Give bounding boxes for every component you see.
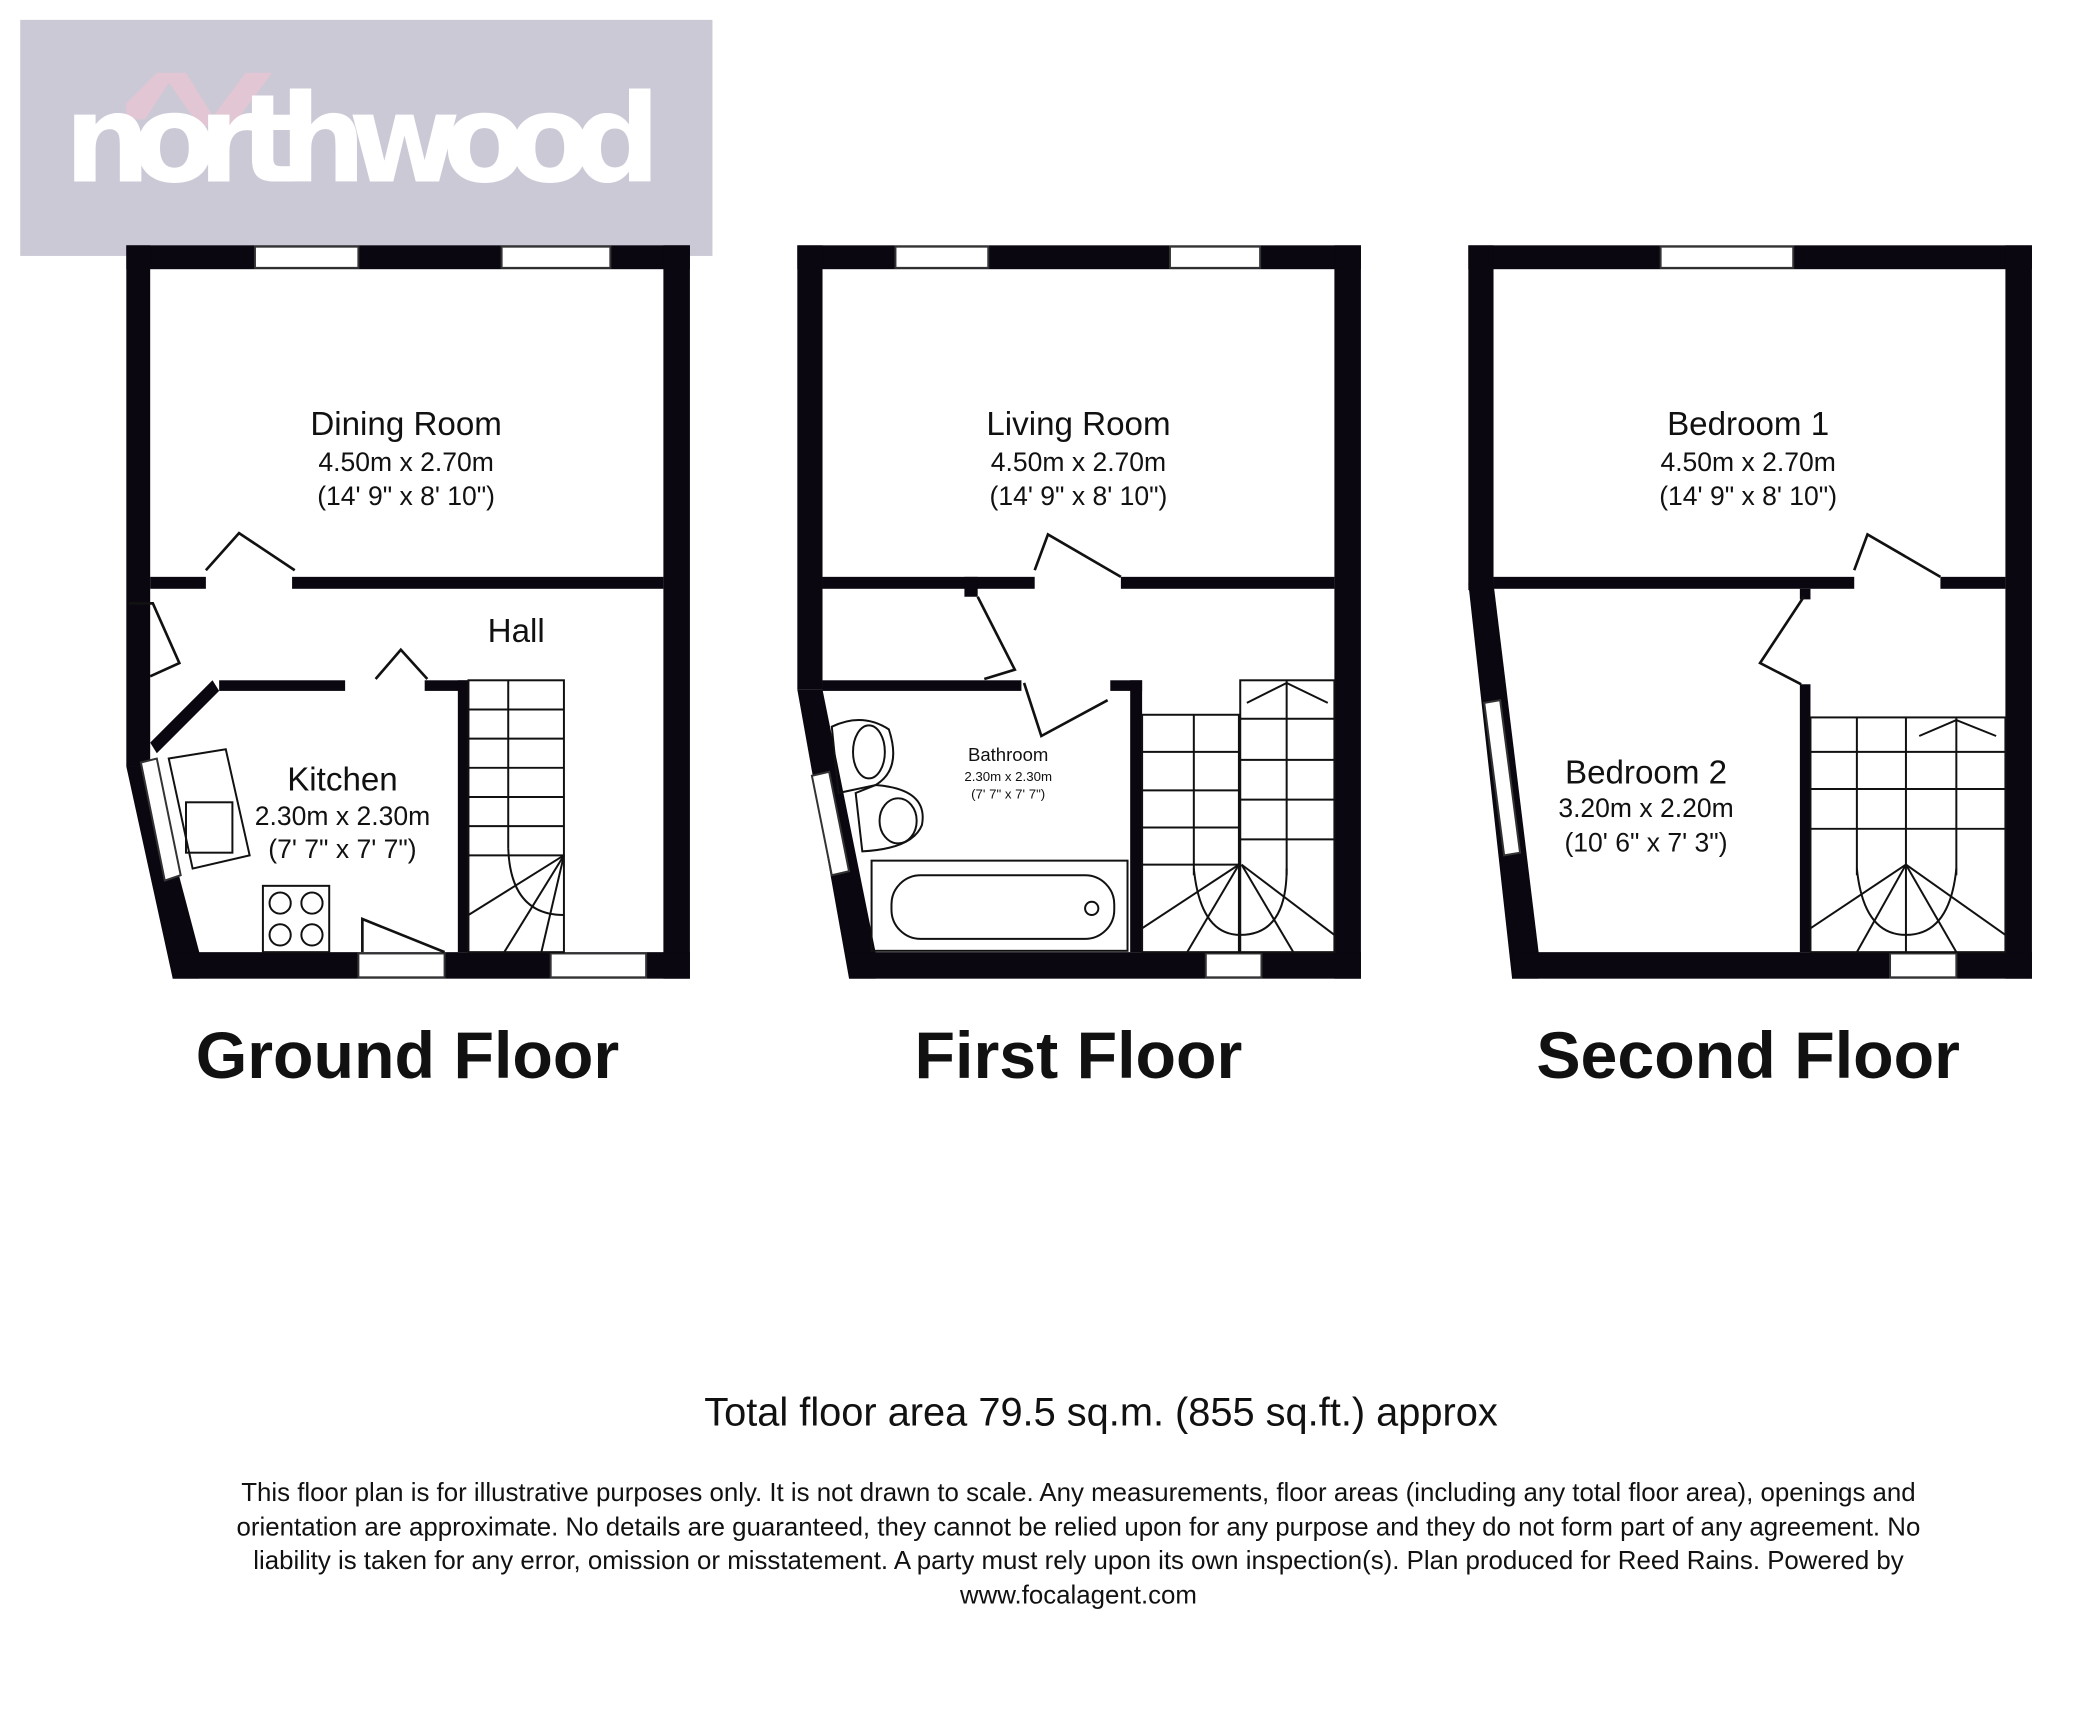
room-imperial: (10' 6" x 7' 3") [1564,827,1727,857]
bedroom2-door [1758,596,1805,686]
second-stairs [1809,716,2007,954]
room-metric: 2.30m x 2.30m [255,801,430,831]
disclaimer-line: This floor plan is for illustrative purp… [241,1479,1915,1507]
bedroom1-door [1852,532,1942,579]
bathtub-icon [870,859,1129,952]
kitchen-door [374,647,429,680]
room-metric: 3.20m x 2.20m [1558,793,1733,823]
room-name: Bedroom 2 [1565,755,1727,792]
logo-background [20,19,713,256]
toilet-icon [830,719,924,853]
room-imperial: (7' 7" x 7' 7") [268,834,416,864]
floor-title: Second Floor [1536,1019,1960,1093]
room-name: Bedroom 1 [1667,406,1829,443]
room-name: Kitchen [287,761,398,798]
room-metric: 4.50m x 2.70m [1660,447,1835,477]
room-name: Living Room [986,406,1170,443]
ground-stairs [467,679,565,954]
room-metric: 4.50m x 2.70m [991,447,1166,477]
landing-door [976,596,1017,681]
first-stairs [1141,679,1336,954]
room-imperial: (14' 9" x 8' 10") [1659,481,1837,511]
first-floor-plan: Living Room 4.50m x 2.70m (14' 9" x 8' 1… [797,245,1361,1093]
dining-door [204,531,296,572]
hall-door [128,602,182,678]
hob-icon [261,884,331,954]
ground-floor-plan: Dining Room 4.50m x 2.70m (14' 9" x 8' 1… [126,245,690,1093]
room-name: Dining Room [310,406,502,443]
living-door [1033,532,1122,579]
total-floor-area: Total floor area 79.5 sq.m. (855 sq.ft.)… [704,1391,1498,1435]
disclaimer-line: orientation are approximate. No details … [237,1514,1921,1542]
room-imperial: (14' 9" x 8' 10") [990,481,1168,511]
disclaimer-link: www.focalagent.com [959,1581,1197,1609]
room-name: Bathroom [968,744,1048,765]
northwood-logo: northwood [20,19,713,256]
room-metric: 2.30m x 2.30m [964,769,1052,784]
floor-title: Ground Floor [196,1019,619,1093]
room-name: Hall [488,613,545,650]
logo-mark-icon [126,72,273,126]
room-metric: 4.50m x 2.70m [318,447,493,477]
disclaimer-line: liability is taken for any error, omissi… [253,1547,1904,1575]
floor-title: First Floor [915,1019,1243,1093]
room-imperial: (14' 9" x 8' 10") [317,481,495,511]
room-imperial: (7' 7" x 7' 7") [971,786,1045,801]
logo-text: northwood [64,69,661,211]
bathroom-door [1022,682,1109,738]
kitchen-sink-icon [167,748,251,870]
second-floor-plan: Bedroom 1 4.50m x 2.70m (14' 9" x 8' 10"… [1468,245,2032,1093]
back-door [361,917,446,954]
